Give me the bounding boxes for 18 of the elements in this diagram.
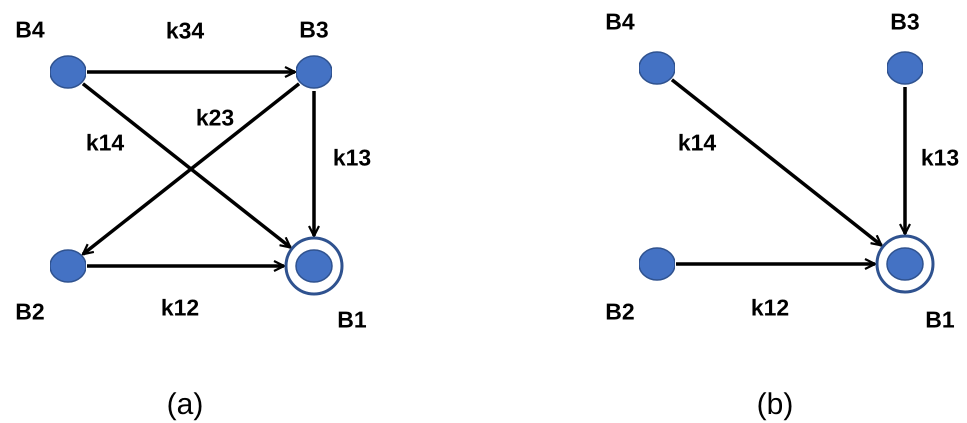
node-label: B4 — [15, 16, 45, 44]
arrow — [898, 87, 912, 236]
panel-caption: (b) — [756, 388, 794, 422]
node-label: B1 — [925, 306, 955, 334]
node-label: B4 — [605, 8, 635, 36]
node-label: B1 — [337, 306, 367, 334]
arrow — [87, 260, 286, 272]
node-label: B2 — [605, 298, 635, 326]
node-label: B2 — [15, 298, 45, 326]
arrow — [670, 78, 883, 247]
ringed-node-circle — [284, 236, 344, 296]
node-label: B3 — [299, 16, 329, 44]
ringed-node-circle — [875, 234, 935, 294]
panel-caption: (a) — [166, 388, 204, 422]
arrow — [87, 66, 296, 78]
arrow — [676, 258, 876, 270]
node-label: B3 — [890, 8, 920, 36]
arrow — [308, 91, 320, 238]
